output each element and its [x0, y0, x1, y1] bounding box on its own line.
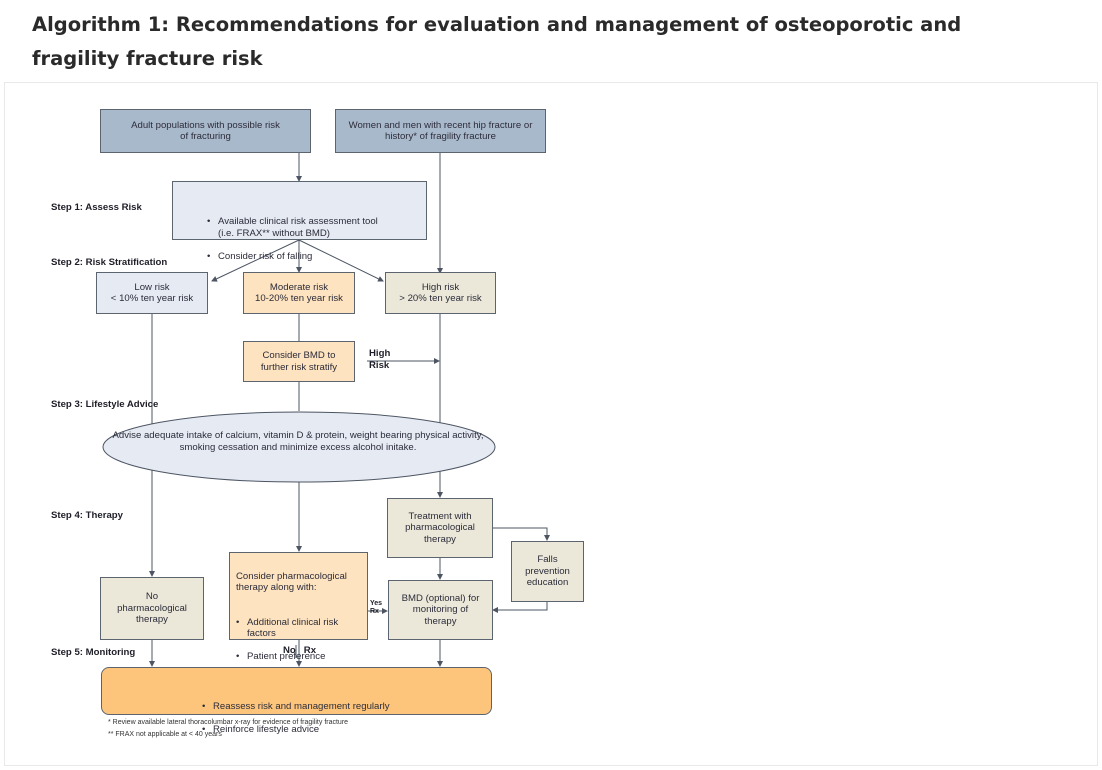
high-risk-box: High risk > 20% ten year risk — [385, 272, 496, 314]
consider-pharm-item: Patient preference — [236, 651, 361, 663]
step2-label: Step 2: Risk Stratification — [51, 257, 168, 268]
low-risk-box: Low risk < 10% ten year risk — [96, 272, 208, 314]
monitoring-box: Reassess risk and management regularly R… — [101, 667, 492, 735]
assess-item: Consider risk of falling — [207, 251, 416, 263]
assess-risk-box: Available clinical risk assessment tool … — [172, 181, 427, 262]
step3-label: Step 3: Lifestyle Advice — [51, 399, 159, 410]
no-rx-label: No Rx — [283, 645, 317, 656]
footnote: ** FRAX not applicable at < 40 years — [108, 731, 222, 738]
consider-pharm-box: Consider pharmacological therapy along w… — [229, 552, 368, 662]
monitoring-item: Reassess risk and management regularly — [202, 701, 481, 713]
footnote: * Review available lateral thoracolumbar… — [108, 719, 349, 726]
arrow-treatment-to-falls — [493, 527, 550, 541]
step5-label: Step 5: Monitoring — [51, 647, 136, 658]
step4-label: Step 4: Therapy — [51, 510, 123, 521]
monitoring-item: Reinforce lifestyle advice — [202, 724, 481, 736]
moderate-risk-box: Moderate risk 10-20% ten year risk — [243, 272, 355, 314]
lifestyle-ellipse — [102, 411, 496, 483]
falls-prevention-box: Falls prevention education — [511, 541, 584, 602]
adult-populations-box: Adult populations with possible risk of … — [100, 109, 311, 153]
step1-label: Step 1: Assess Risk — [51, 202, 142, 213]
assess-item: Available clinical risk assessment tool … — [207, 216, 416, 239]
arrow-falls-to-bmd-optional — [492, 602, 548, 613]
no-pharmacological-box: No pharmacological therapy — [100, 577, 204, 640]
consider-bmd-box: Consider BMD to further risk stratify — [243, 341, 355, 382]
recent-fracture-box: Women and men with recent hip fracture o… — [335, 109, 546, 153]
high-risk-label: High Risk — [369, 348, 391, 371]
lifestyle-advice-text: Advise adequate intake of calcium, vitam… — [112, 430, 484, 453]
bmd-optional-box: BMD (optional) for monitoring of therapy — [388, 580, 493, 640]
page-title: Algorithm 1: Recommendations for evaluat… — [32, 13, 962, 70]
yes-rx-label: Yes Rx — [370, 600, 383, 615]
consider-pharm-intro: Consider pharmacological therapy along w… — [236, 570, 347, 594]
treatment-box: Treatment with pharmacological therapy — [387, 498, 493, 558]
consider-pharm-item: Additional clinical risk factors — [236, 617, 361, 640]
